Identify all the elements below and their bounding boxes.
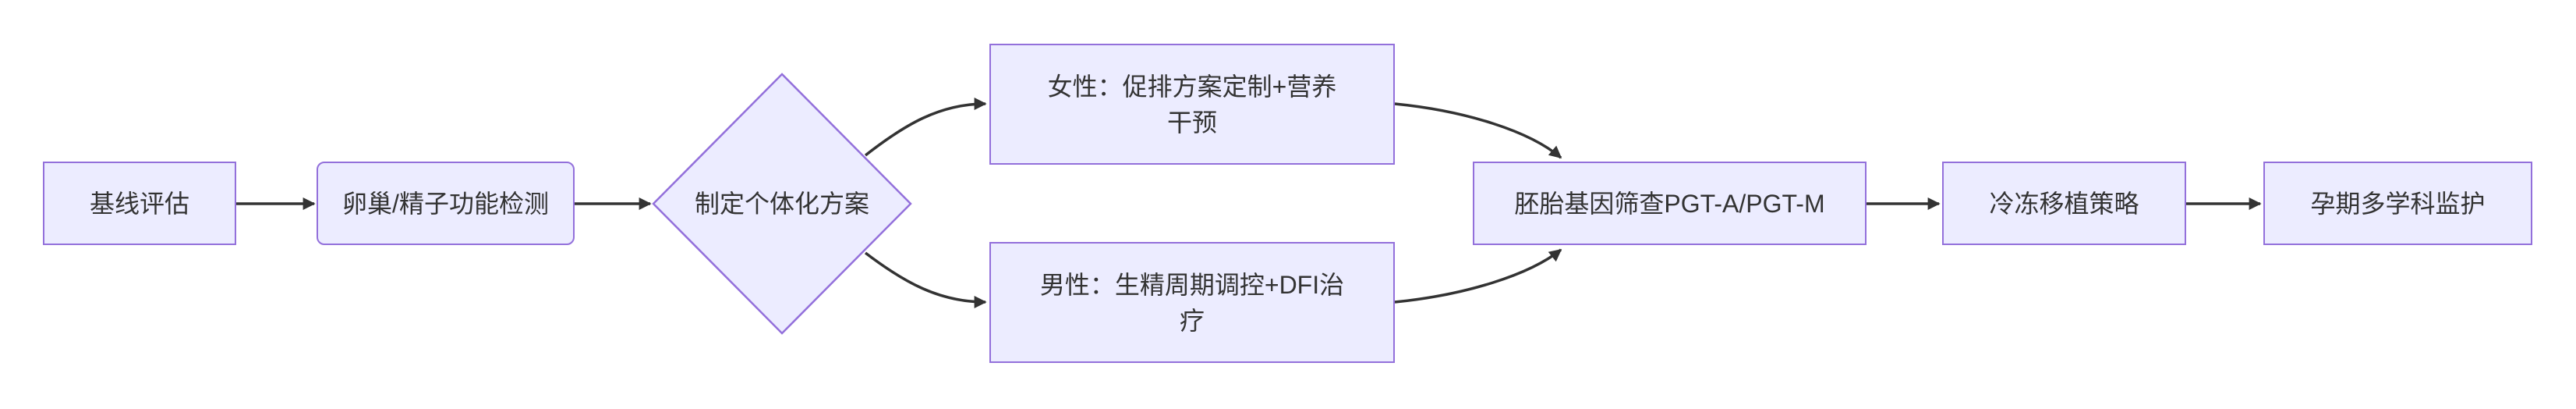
decision-diamond-shape [652, 73, 912, 335]
node-male-protocol: 男性：生精周期调控+DFI治 疗 [989, 242, 1395, 363]
node-female-protocol-label: 女性：促排方案定制+营养 干预 [1048, 69, 1337, 140]
node-female-protocol: 女性：促排方案定制+营养 干预 [989, 44, 1395, 165]
edge-male-to-screening [1394, 248, 1562, 304]
node-frozen-transfer: 冷冻移植策略 [1942, 162, 2186, 245]
node-embryo-screening-label: 胚胎基因筛查PGT-A/PGT-M [1514, 189, 1825, 218]
node-frozen-transfer-label: 冷冻移植策略 [1989, 189, 2139, 218]
node-female-protocol-line-1: 女性：促排方案定制+营养 [1047, 72, 1337, 101]
node-baseline-assessment-label: 基线评估 [89, 189, 189, 218]
node-function-testing-label: 卵巢/精子功能检测 [342, 189, 549, 218]
node-function-testing: 卵巢/精子功能检测 [317, 162, 575, 245]
node-pregnancy-monitoring-label: 孕期多学科监护 [2310, 189, 2486, 218]
node-baseline-assessment: 基线评估 [43, 162, 236, 245]
node-male-protocol-line-2: 疗 [1179, 306, 1205, 335]
node-female-protocol-line-2: 干预 [1166, 108, 1217, 137]
edge-female-to-screening [1394, 102, 1562, 159]
edge-decision-to-female [864, 98, 987, 157]
node-male-protocol-label: 男性：生精周期调控+DFI治 疗 [1040, 267, 1344, 339]
node-male-protocol-line-1: 男性：生精周期调控+DFI治 [1039, 270, 1345, 299]
edge-decision-to-male [864, 251, 987, 308]
node-embryo-screening: 胚胎基因筛查PGT-A/PGT-M [1473, 162, 1867, 245]
node-pregnancy-monitoring: 孕期多学科监护 [2263, 162, 2532, 245]
